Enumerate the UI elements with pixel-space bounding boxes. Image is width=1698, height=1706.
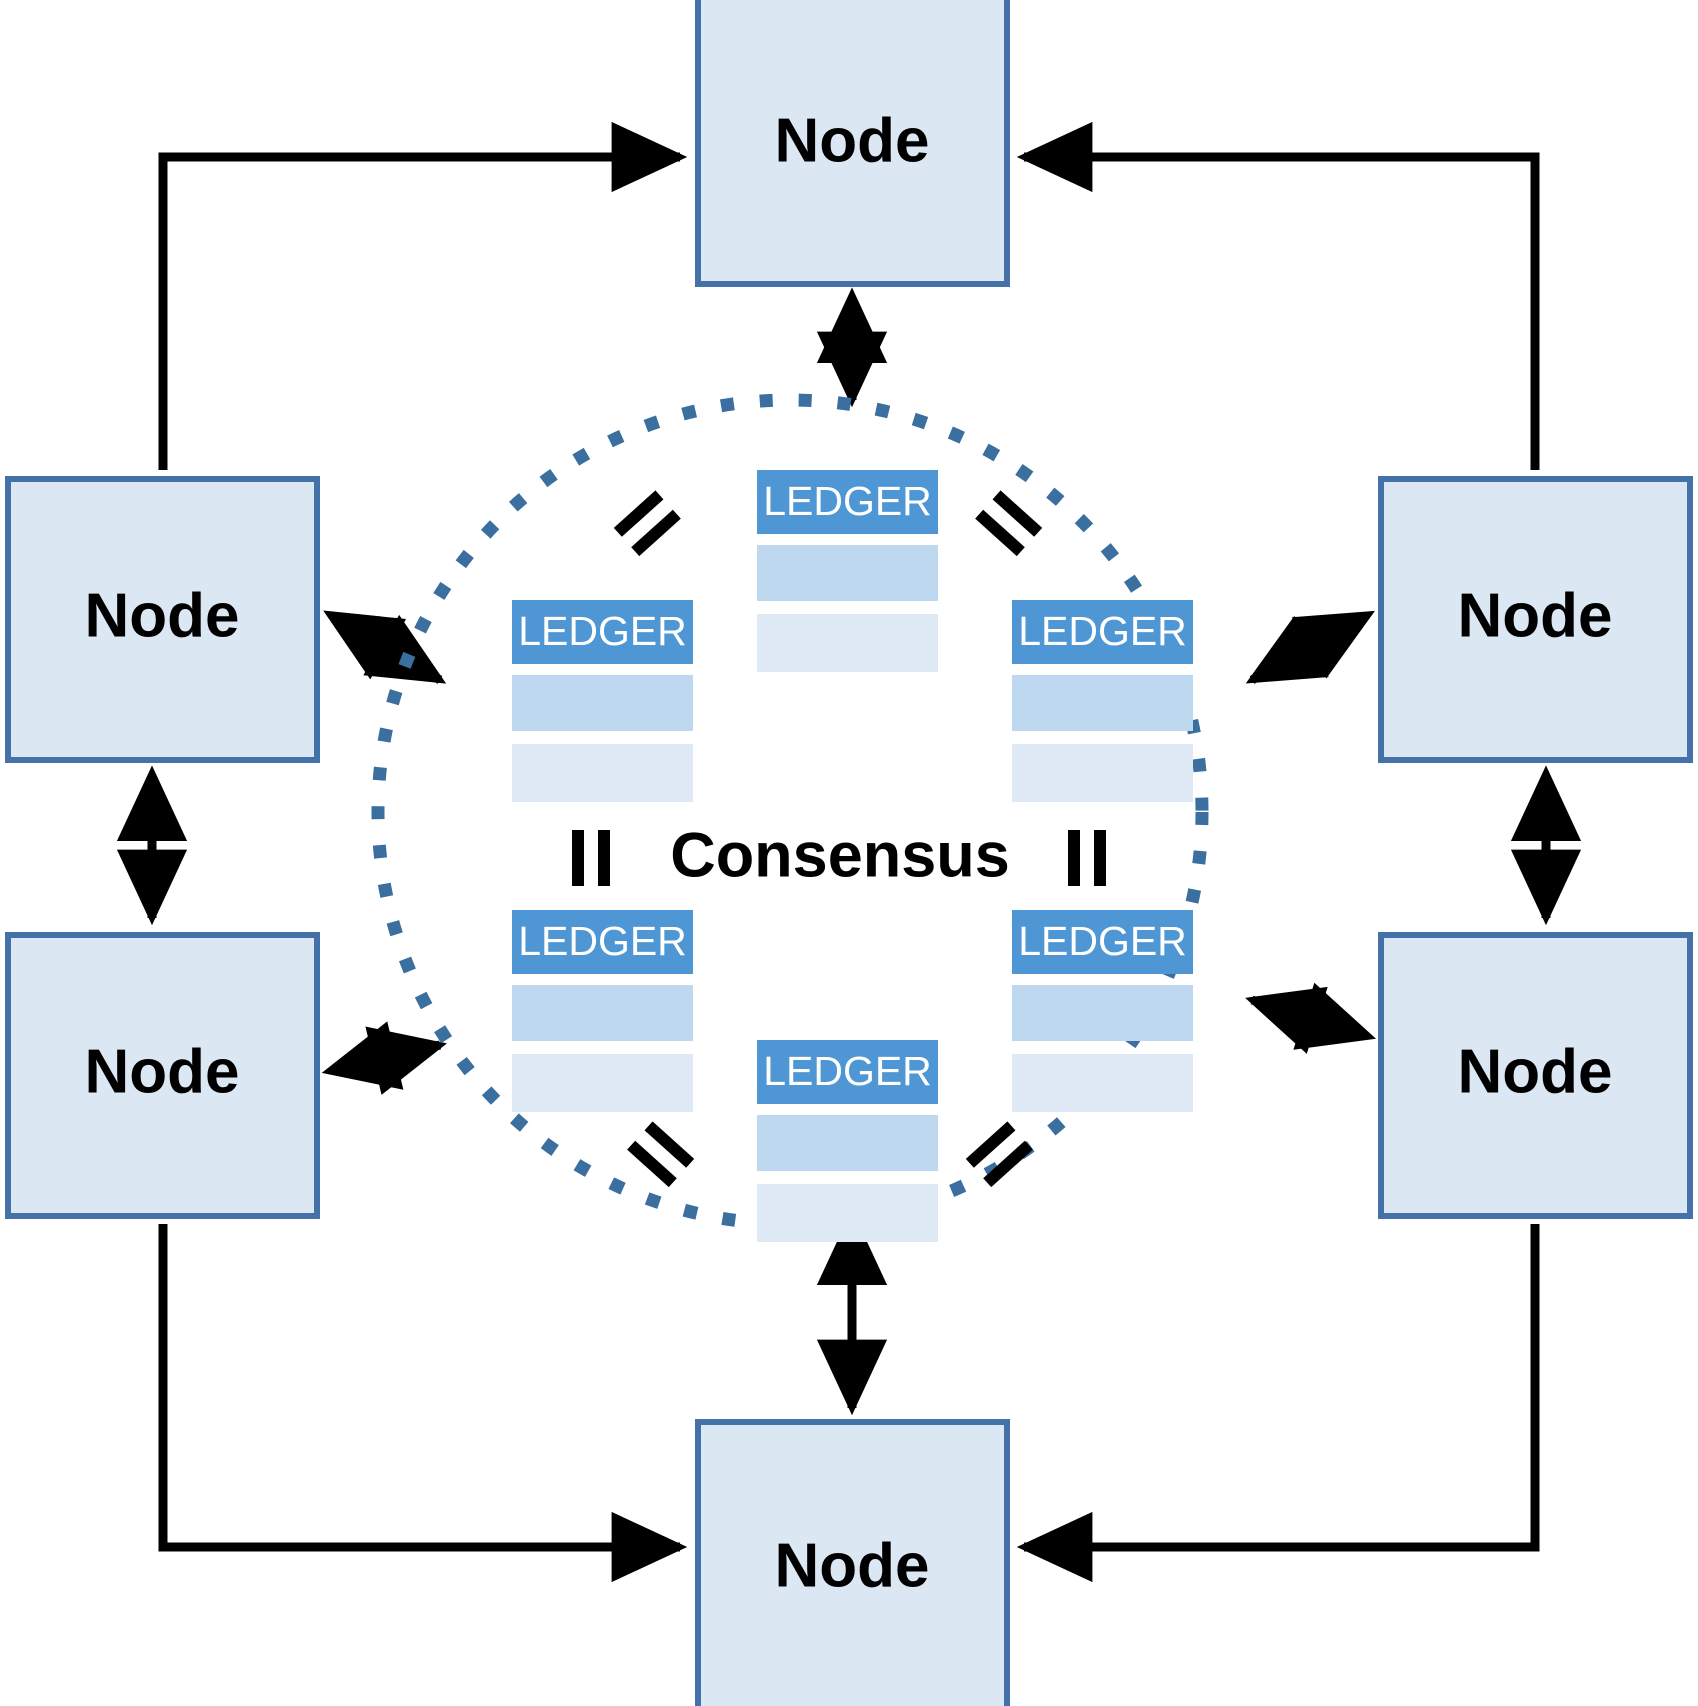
outer-ring-arrows	[158, 121, 1540, 1583]
node-rect	[695, 0, 1010, 287]
node-rect	[5, 932, 320, 1219]
node-label: Node	[775, 106, 930, 175]
arrow-left-lower-to-bottom	[158, 1224, 688, 1583]
node-rect	[1378, 932, 1693, 1219]
arrow-left-lower-to-circle	[321, 1021, 448, 1095]
ledger-row-2	[1012, 1054, 1193, 1112]
ledger-row-2	[1012, 744, 1193, 802]
ledger-card-top[interactable]: LEDGER	[757, 470, 938, 672]
ledger-header-bar	[1012, 600, 1193, 664]
ledger-row-1	[1012, 675, 1193, 731]
ledger-header-bar	[1012, 910, 1193, 974]
node-rect	[1378, 476, 1693, 763]
node-label: Node	[1458, 581, 1613, 650]
ledger-card-upper-right[interactable]: LEDGER	[1012, 600, 1193, 802]
equals-lower-right-icon	[965, 1121, 1033, 1188]
ledger-row-1	[757, 545, 938, 601]
arrow-left-upper-to-top	[158, 121, 688, 470]
equals-upper-right-icon	[975, 490, 1043, 557]
ledger-header-bar	[757, 1040, 938, 1104]
ledger-row-1	[512, 675, 693, 731]
ledger-row-2	[757, 614, 938, 672]
node-to-consensus-links	[321, 287, 1377, 1416]
ledger-row-1	[757, 1115, 938, 1171]
arrow-right-upper-to-circle	[1245, 610, 1375, 684]
node-rect	[695, 1419, 1010, 1706]
equals-marks	[572, 490, 1106, 1188]
ledger-title: LEDGER	[1018, 918, 1187, 964]
arrow-right-lower-to-bottom	[1016, 1224, 1540, 1583]
ledger-title: LEDGER	[518, 918, 687, 964]
node-rect	[5, 476, 320, 763]
ledger-title: LEDGER	[518, 608, 687, 654]
equals-upper-left-icon	[613, 490, 681, 557]
ledger-title: LEDGER	[763, 478, 932, 524]
arrow-left-upper-to-circle	[323, 610, 447, 684]
ledger-card-bottom[interactable]: LEDGER	[757, 1040, 938, 1242]
ledger-title: LEDGER	[1018, 608, 1187, 654]
side-node-links	[116, 765, 1582, 926]
ledger-row-2	[512, 1054, 693, 1112]
equals-mid-left-icon	[572, 830, 610, 886]
ledger-row-2	[512, 744, 693, 802]
ledger-title: LEDGER	[763, 1048, 932, 1094]
node-box-right-lower[interactable]: Node	[1378, 932, 1693, 1219]
consensus-label: Consensus	[670, 821, 1010, 891]
ledger-row-2	[757, 1184, 938, 1242]
equals-mid-right-icon	[1068, 830, 1106, 886]
arrow-right-lower-to-circle	[1245, 982, 1377, 1054]
node-box-left-lower[interactable]: Node	[5, 932, 320, 1219]
ledger-header-bar	[512, 600, 693, 664]
node-box-left-upper[interactable]: Node	[5, 476, 320, 763]
node-label: Node	[85, 581, 240, 650]
node-box-top[interactable]: Node	[695, 0, 1010, 287]
node-box-right-upper[interactable]: Node	[1378, 476, 1693, 763]
node-box-bottom[interactable]: Node	[695, 1419, 1010, 1706]
ledger-header-bar	[757, 470, 938, 534]
equals-lower-left-icon	[627, 1121, 695, 1188]
ledger-row-1	[512, 985, 693, 1041]
ledger-row-1	[1012, 985, 1193, 1041]
node-label: Node	[1458, 1037, 1613, 1106]
ledger-card-upper-left[interactable]: LEDGER	[512, 600, 693, 802]
arrow-right-upper-to-top	[1016, 121, 1540, 470]
consensus-circle	[371, 393, 1209, 1231]
node-label: Node	[775, 1531, 930, 1600]
ledger-card-lower-left[interactable]: LEDGER	[512, 910, 693, 1112]
ledger-card-lower-right[interactable]: LEDGER	[1012, 910, 1193, 1112]
node-label: Node	[85, 1037, 240, 1106]
ledger-header-bar	[512, 910, 693, 974]
